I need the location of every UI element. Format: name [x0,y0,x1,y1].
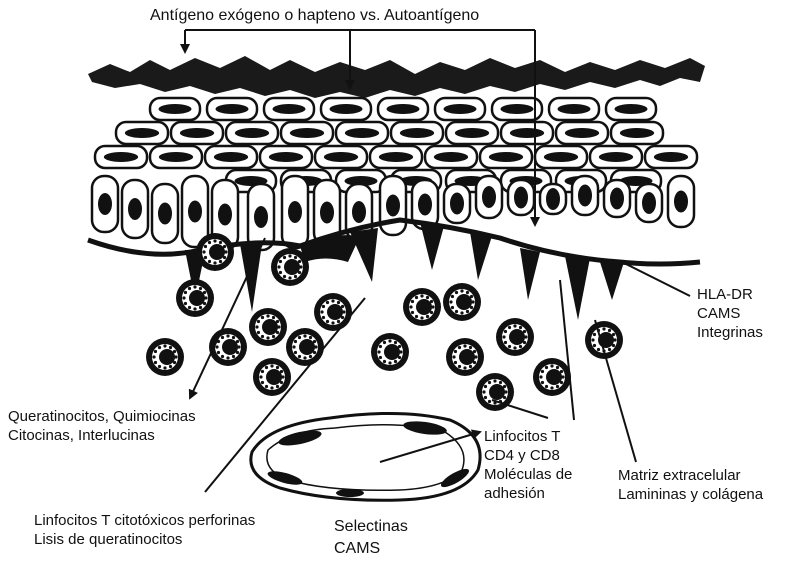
columnar-keratinocyte [604,180,630,217]
flat-keratinocyte [535,146,587,168]
columnar-keratinocyte [380,176,406,235]
stratum-corneum [88,56,705,98]
label-hla-dr: HLA-DR CAMS Integrinas [697,285,763,342]
flat-keratinocyte [260,146,312,168]
label-selectinas: Selectinas CAMS [334,516,408,560]
label-queratinocitos: Queratinocitos, Quimiocinas Citocinas, I… [8,407,196,445]
columnar-keratinocyte [182,176,208,247]
columnar-keratinocyte [122,180,148,238]
columnar-keratinocyte [152,184,178,243]
label-line: Selectinas [334,516,408,538]
label-matriz: Matriz extracelular Lamininas y colágena [618,466,763,504]
flat-keratinocyte [321,98,371,120]
flat-keratinocyte [645,146,697,168]
lymphocyte [176,279,214,317]
label-line: CD4 y CD8 [484,446,572,465]
columnar-keratinocyte [476,176,502,218]
lymphocyte [496,318,534,356]
flat-keratinocyte [501,122,553,144]
flat-keratinocyte [435,98,485,120]
label-citotoxicos: Linfocitos T citotóxicos perforinas Lisi… [34,511,255,549]
columnar-keratinocyte [444,184,470,223]
flat-keratinocyte [226,122,278,144]
flat-keratinocyte [171,122,223,144]
lymphocyte [253,358,291,396]
flat-keratinocyte [205,146,257,168]
columnar-keratinocyte [248,184,274,250]
label-line: Lisis de queratinocitos [34,530,255,549]
label-line: CAMS [697,304,763,323]
flat-keratinocyte [95,146,147,168]
flat-keratinocyte [116,122,168,144]
flat-keratinocyte [480,146,532,168]
label-line: HLA-DR [697,285,763,304]
flat-keratinocyte [150,146,202,168]
lymphocyte [196,233,234,271]
lymphocyte [146,338,184,376]
label-line: CAMS [334,538,408,560]
label-line: Lamininas y colágena [618,485,763,504]
flat-keratinocyte [611,122,663,144]
label-line: Citocinas, Interlucinas [8,426,196,445]
flat-keratinocyte [207,98,257,120]
flat-keratinocyte [606,98,656,120]
flat-keratinocyte [336,122,388,144]
basal-keratinocytes [92,176,694,250]
flat-keratinocyte [264,98,314,120]
label-line: Queratinocitos, Quimiocinas [8,407,196,426]
lymphocyte [314,293,352,331]
columnar-keratinocyte [540,184,566,214]
lymphocyte [371,333,409,371]
label-line: Linfocitos T citotóxicos perforinas [34,511,255,530]
flat-keratinocyte [281,122,333,144]
lymphocyte [286,328,324,366]
columnar-keratinocyte [282,176,308,248]
label-line: Linfocitos T [484,427,572,446]
columnar-keratinocyte [636,184,662,222]
flat-keratinocyte [590,146,642,168]
flat-keratinocyte [556,122,608,144]
lymphocyte [446,338,484,376]
flat-keratinocyte [370,146,422,168]
flat-keratinocyte [378,98,428,120]
columnar-keratinocyte [92,176,118,232]
label-line: Moléculas de [484,465,572,484]
label-line: adhesión [484,484,572,503]
label-line: Matriz extracelular [618,466,763,485]
flat-keratinocyte [150,98,200,120]
lymphocyte [249,308,287,346]
columnar-keratinocyte [508,180,534,215]
label-line: Integrinas [697,323,763,342]
lymphocyte [403,288,441,326]
blood-vessel [251,413,480,500]
flat-keratinocyte [425,146,477,168]
columnar-keratinocyte [572,176,598,215]
diagram-title: Antígeno exógeno o hapteno vs. Autoantíg… [150,6,479,25]
flat-keratinocyte [446,122,498,144]
flat-keratinocyte [549,98,599,120]
flat-keratinocyte [391,122,443,144]
flat-keratinocyte [315,146,367,168]
lymphocyte [533,358,571,396]
lymphocyte [271,248,309,286]
lymphocyte [443,283,481,321]
label-linfocitos: Linfocitos T CD4 y CD8 Moléculas de adhe… [484,427,572,503]
columnar-keratinocyte [668,176,694,227]
